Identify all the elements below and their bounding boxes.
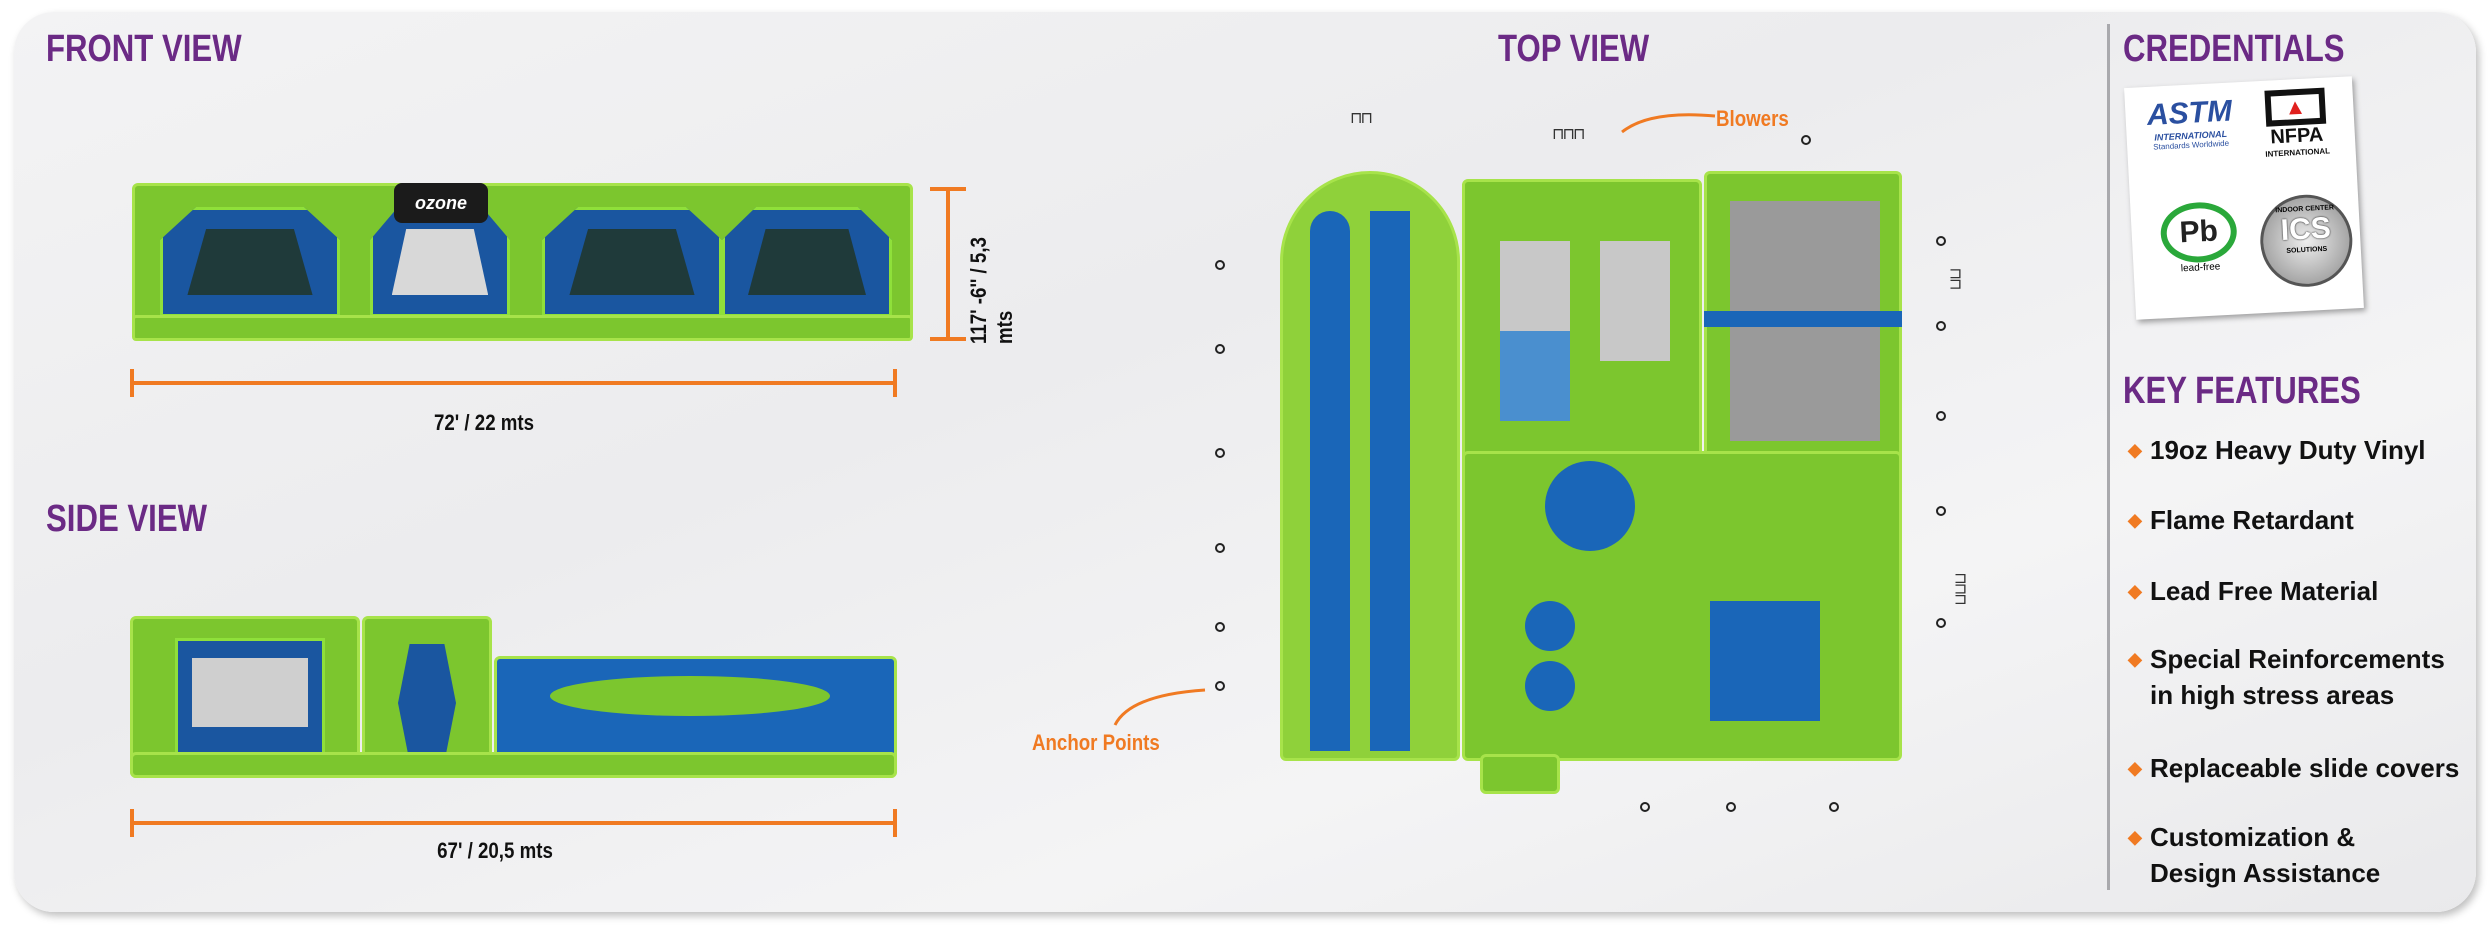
anchor-point-icon [1215, 260, 1225, 270]
front-width-label: 72' / 22 mts [433, 410, 535, 435]
feature-item: ◆Customization &Design Assistance [2128, 819, 2380, 891]
feature-item: ◆Lead Free Material [2128, 573, 2378, 609]
anchor-point-icon [1936, 506, 1946, 516]
front-view-image: ozone [132, 183, 913, 341]
astm-logo: ASTM INTERNATIONAL Standards Worldwide [2146, 94, 2233, 152]
blower-icon: ⊓⊓ [1350, 110, 1373, 127]
anchor-point-icon [1640, 802, 1650, 812]
bullet-diamond-icon: ◆ [2128, 581, 2142, 601]
anchor-point-icon [1215, 448, 1225, 458]
lead-free-logo: Pb lead-free [2152, 200, 2246, 276]
top-view-title: TOP VIEW [1498, 28, 1650, 70]
blower-icon: ⊓⊓⊓ [1552, 126, 1585, 143]
anchor-point-icon [1936, 321, 1946, 331]
nfpa-logo: ▲ NFPA INTERNATIONAL [2244, 87, 2347, 160]
bullet-diamond-icon: ◆ [2128, 649, 2142, 669]
side-width-label: 67' / 20,5 mts [437, 838, 553, 863]
feature-item: ◆19oz Heavy Duty Vinyl [2128, 432, 2426, 468]
credentials-title: CREDENTIALS [2123, 28, 2345, 70]
feature-item: ◆Replaceable slide covers [2128, 750, 2459, 786]
bullet-diamond-icon: ◆ [2128, 758, 2142, 778]
anchor-point-icon [1215, 543, 1225, 553]
anchor-point-icon [1801, 135, 1811, 145]
credentials-logos: ASTM INTERNATIONAL Standards Worldwide ▲… [2124, 76, 2364, 320]
anchor-point-icon [1215, 622, 1225, 632]
height-dimension-label: 117' -6'' / 5,3 mts [966, 237, 1017, 344]
bullet-diamond-icon: ◆ [2128, 510, 2142, 530]
height-dimension-bar [930, 187, 966, 341]
blowers-label: Blowers [1716, 106, 1789, 131]
blowers-pointer [1621, 113, 1716, 134]
ozone-logo: ozone [394, 183, 488, 223]
anchor-point-icon [1936, 618, 1946, 628]
anchor-point-icon [1936, 236, 1946, 246]
anchor-point-icon [1215, 681, 1225, 691]
anchor-point-icon [1936, 411, 1946, 421]
side-width-dimension-bar [130, 809, 897, 837]
bullet-diamond-icon: ◆ [2128, 440, 2142, 460]
anchor-points-label: Anchor Points [1032, 730, 1160, 755]
bullet-diamond-icon: ◆ [2128, 827, 2142, 847]
front-view-title: FRONT VIEW [46, 28, 242, 70]
blower-icon: ⊓⊓ [1946, 267, 1964, 289]
side-view-image [130, 616, 897, 778]
feature-item: ◆Flame Retardant [2128, 502, 2354, 538]
anchor-pointer [1113, 688, 1206, 726]
top-view-image [1280, 151, 1902, 794]
blower-icon: ⊓⊓⊓ [1951, 572, 1969, 604]
key-features-title: KEY FEATURES [2123, 370, 2361, 412]
ics-logo: INDOOR CENTER ICS SOLUTIONS [2257, 192, 2355, 290]
section-divider [2107, 24, 2110, 890]
side-view-title: SIDE VIEW [46, 498, 208, 540]
front-width-dimension-bar [130, 369, 897, 397]
anchor-point-icon [1215, 344, 1225, 354]
anchor-point-icon [1829, 802, 1839, 812]
anchor-point-icon [1726, 802, 1736, 812]
